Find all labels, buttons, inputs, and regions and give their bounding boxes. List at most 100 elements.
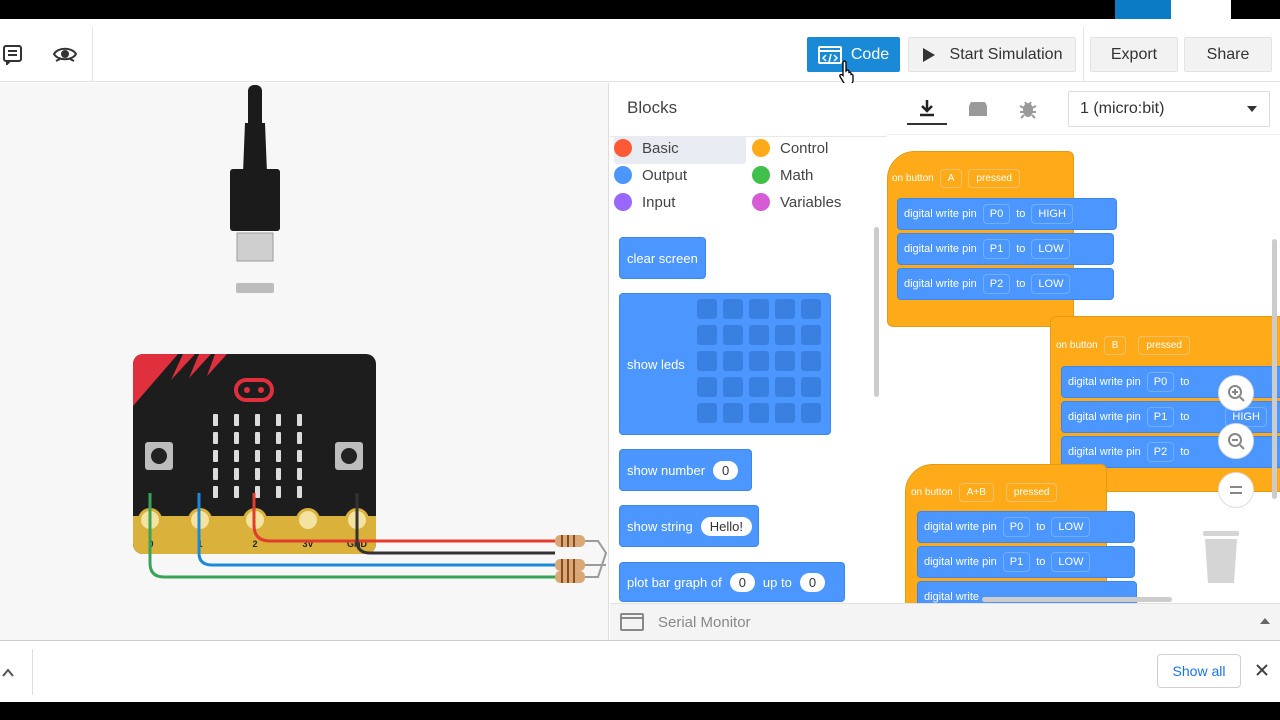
library-icon[interactable] <box>958 93 998 125</box>
circuit-canvas[interactable]: 0 1 2 3V GND <box>0 83 609 640</box>
category-label: Basic <box>642 139 679 157</box>
string-input[interactable]: Hello! <box>700 516 752 536</box>
serial-monitor-bar[interactable]: Serial Monitor <box>610 603 1280 640</box>
close-icon[interactable] <box>1255 663 1269 682</box>
plot-bar-graph-block[interactable]: plot bar graph of 0 up to 0 <box>619 562 845 602</box>
digital-write-block[interactable]: digital write pin P1 to LOW <box>917 546 1135 578</box>
pin-dropdown[interactable]: P0 <box>982 204 1011 224</box>
code-workspace[interactable]: 1 (micro:bit) on button A pressed digita… <box>887 83 1280 603</box>
serial-monitor-icon <box>620 613 644 631</box>
block-label: show number <box>627 462 706 478</box>
digital-write-block[interactable]: digital write pin P1 to LOW <box>897 233 1114 265</box>
pin-3v[interactable] <box>296 508 320 532</box>
pin-dropdown[interactable]: P2 <box>1146 442 1175 462</box>
digital-write-block[interactable]: digital write pin P0 to HIGH <box>897 198 1117 230</box>
clear-screen-block[interactable]: clear screen <box>619 237 706 279</box>
number-input[interactable]: 0 <box>713 460 739 480</box>
led-matrix <box>213 414 302 498</box>
eye-icon[interactable] <box>52 41 78 67</box>
blocks-scrollbar[interactable] <box>874 227 879 397</box>
value-dropdown[interactable]: HIGH <box>1031 204 1073 224</box>
trash-icon[interactable] <box>1200 529 1242 585</box>
microbit-red-corner <box>133 354 227 406</box>
category-label: Input <box>642 193 676 211</box>
button-dropdown[interactable]: A+B <box>958 483 994 502</box>
wires <box>148 493 608 583</box>
digital-write-block[interactable]: digital write pin P2 to LOW <box>897 268 1114 300</box>
category-dot <box>752 139 770 157</box>
blocks-panel: Blocks Basic Control Output Math Input V… <box>610 83 887 603</box>
show-number-block[interactable]: show number 0 <box>619 449 752 491</box>
workspace-vertical-scrollbar[interactable] <box>1272 239 1277 499</box>
zoom-in-icon[interactable] <box>1218 375 1254 411</box>
pin-dropdown[interactable]: P0 <box>1146 372 1175 392</box>
device-select[interactable]: 1 (micro:bit) <box>1068 91 1270 127</box>
pin-dropdown[interactable]: P1 <box>1146 407 1175 427</box>
code-icon <box>817 45 842 64</box>
value-dropdown[interactable]: LOW <box>1051 552 1091 572</box>
download-icon[interactable] <box>907 93 947 125</box>
code-button-label: Code <box>850 45 890 63</box>
category-math[interactable]: Math <box>752 166 813 184</box>
block-label: show string <box>627 518 693 534</box>
tinkercad-app: Code Start Simulation Export Share <box>0 19 1280 640</box>
on-button-b-label: on button B pressed <box>1056 336 1190 355</box>
digital-write-block[interactable]: digital write pin P0 to LOW <box>917 511 1135 543</box>
on-button-a-label: on button A pressed <box>892 169 1020 188</box>
plot-value-input[interactable]: 0 <box>729 572 755 592</box>
up-to-input[interactable]: 0 <box>799 572 826 592</box>
workspace-toolbar: 1 (micro:bit) <box>887 83 1280 135</box>
debug-bug-icon[interactable] <box>1008 93 1048 125</box>
toolbar: Code Start Simulation Export Share <box>0 27 1280 86</box>
usb-port <box>236 283 274 293</box>
value-dropdown[interactable]: LOW <box>1031 239 1071 259</box>
event-dropdown[interactable]: pressed <box>968 169 1020 188</box>
show-all-button[interactable]: Show all <box>1157 654 1241 688</box>
category-variables[interactable]: Variables <box>752 193 841 211</box>
up-to-label: up to <box>762 574 792 590</box>
microbit-button-b[interactable] <box>335 442 363 470</box>
zoom-reset-icon[interactable] <box>1218 472 1254 508</box>
chevron-up-icon[interactable] <box>2 665 14 683</box>
block-label: clear screen <box>627 250 698 266</box>
show-string-block[interactable]: show string Hello! <box>619 505 759 547</box>
category-label: Variables <box>780 193 842 211</box>
button-dropdown[interactable]: A <box>939 169 963 188</box>
value-dropdown[interactable]: LOW <box>1051 517 1091 537</box>
pin-dropdown[interactable]: P0 <box>1002 517 1031 537</box>
notes-icon[interactable] <box>0 41 26 67</box>
serial-monitor-label: Serial Monitor <box>658 613 751 631</box>
category-basic[interactable]: Basic <box>614 139 679 157</box>
export-button[interactable]: Export <box>1090 37 1178 72</box>
download-bar-divider <box>32 649 33 695</box>
bottom-black-bar <box>0 702 1280 720</box>
pin-dropdown[interactable]: P2 <box>982 274 1011 294</box>
category-label: Math <box>780 166 814 184</box>
download-bar: Show all <box>0 640 1280 702</box>
start-simulation-button[interactable]: Start Simulation <box>908 37 1076 72</box>
code-button[interactable]: Code <box>807 37 900 72</box>
category-control[interactable]: Control <box>752 139 828 157</box>
pin-label-2: 2 <box>252 539 258 549</box>
pin-dropdown[interactable]: P1 <box>982 239 1011 259</box>
value-dropdown[interactable]: LOW <box>1031 274 1071 294</box>
usb-cable <box>230 85 280 262</box>
category-dot <box>752 193 770 211</box>
pin-label-3v: 3V <box>302 539 314 549</box>
block-label: show leds <box>627 356 685 372</box>
device-select-value: 1 (micro:bit) <box>1080 100 1165 117</box>
share-button[interactable]: Share <box>1184 37 1272 72</box>
event-dropdown[interactable]: pressed <box>1005 483 1058 502</box>
top-black-bar <box>0 0 1280 27</box>
category-dot <box>614 139 632 157</box>
category-input[interactable]: Input <box>614 193 675 211</box>
microbit-button-a[interactable] <box>145 442 173 470</box>
zoom-out-icon[interactable] <box>1218 423 1254 459</box>
button-dropdown[interactable]: B <box>1103 336 1127 355</box>
event-dropdown[interactable]: pressed <box>1138 336 1190 355</box>
pin-dropdown[interactable]: P1 <box>1002 552 1031 572</box>
show-leds-block[interactable]: show leds <box>619 293 831 435</box>
chevron-up-icon[interactable] <box>1260 618 1270 624</box>
workspace-horizontal-scrollbar[interactable] <box>982 597 1172 602</box>
category-output[interactable]: Output <box>614 166 687 184</box>
